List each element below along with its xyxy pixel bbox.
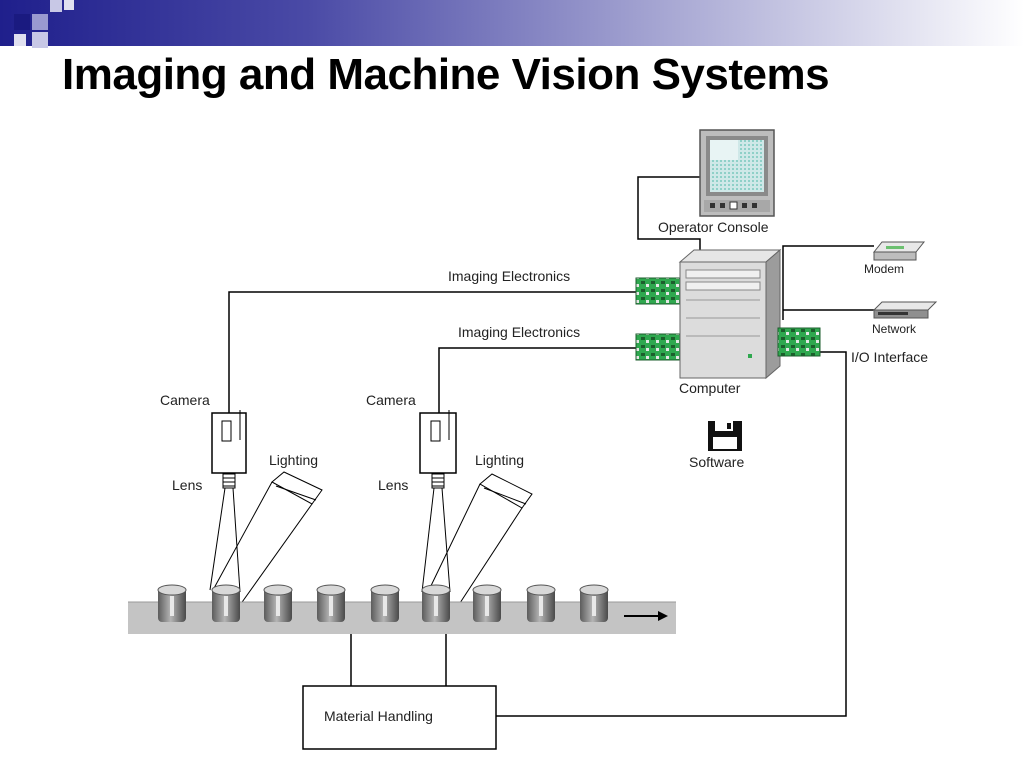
lens-1-label: Lens bbox=[172, 477, 202, 493]
camera-2-icon bbox=[419, 410, 457, 489]
io-interface-board bbox=[777, 327, 821, 357]
conveyor-part bbox=[211, 584, 241, 622]
computer-to-modem-line bbox=[782, 245, 874, 320]
io-interface-label: I/O Interface bbox=[851, 349, 928, 365]
lighting-2-label: Lighting bbox=[475, 452, 524, 468]
slide-title: Imaging and Machine Vision Systems bbox=[62, 50, 830, 99]
computer-label: Computer bbox=[679, 380, 741, 396]
imaging-electronics-label-2: Imaging Electronics bbox=[458, 324, 580, 340]
camera-2-label: Camera bbox=[366, 392, 416, 408]
conveyor-part bbox=[316, 584, 346, 622]
software-label: Software bbox=[689, 454, 744, 470]
conveyor-part bbox=[370, 584, 400, 622]
network-label: Network bbox=[872, 322, 917, 336]
camera1-to-electronics-line bbox=[228, 291, 637, 413]
connection-lines bbox=[228, 176, 874, 717]
conveyor-part bbox=[526, 584, 556, 622]
lighting-1-label: Lighting bbox=[269, 452, 318, 468]
camera-1-icon bbox=[211, 410, 247, 489]
lens-2-label: Lens bbox=[378, 477, 408, 493]
imaging-electronics-board-2 bbox=[635, 333, 681, 361]
conveyor-part bbox=[157, 584, 187, 622]
camera-1-field-of-view bbox=[209, 487, 241, 593]
network-device-icon bbox=[872, 301, 938, 319]
io-to-material-handling-line bbox=[496, 351, 847, 717]
imaging-electronics-board-1 bbox=[635, 277, 681, 305]
software-floppy-icon bbox=[708, 421, 742, 451]
camera2-to-electronics-line bbox=[438, 347, 637, 413]
computer-tower-icon bbox=[678, 248, 782, 380]
console-to-computer-line bbox=[637, 176, 701, 252]
conveyor-part bbox=[472, 584, 502, 622]
corner-squares-decoration bbox=[0, 0, 80, 62]
material-handling-label: Material Handling bbox=[324, 708, 433, 724]
title-bar-gradient bbox=[0, 0, 1024, 46]
modem-icon bbox=[872, 241, 926, 261]
conveyor-part bbox=[421, 584, 451, 622]
modem-label: Modem bbox=[864, 262, 904, 276]
conveyor-part bbox=[263, 584, 293, 622]
conveyor-part bbox=[579, 584, 609, 622]
material-handling-box bbox=[302, 685, 497, 750]
imaging-electronics-label-1: Imaging Electronics bbox=[448, 268, 570, 284]
camera-1-label: Camera bbox=[160, 392, 210, 408]
lighting-1-icon bbox=[212, 471, 323, 606]
lighting-2-icon bbox=[427, 473, 533, 607]
operator-console-label: Operator Console bbox=[658, 219, 769, 235]
camera-2-field-of-view bbox=[421, 487, 451, 593]
operator-console-monitor-icon bbox=[699, 129, 775, 217]
conveyor-parts bbox=[157, 584, 609, 622]
